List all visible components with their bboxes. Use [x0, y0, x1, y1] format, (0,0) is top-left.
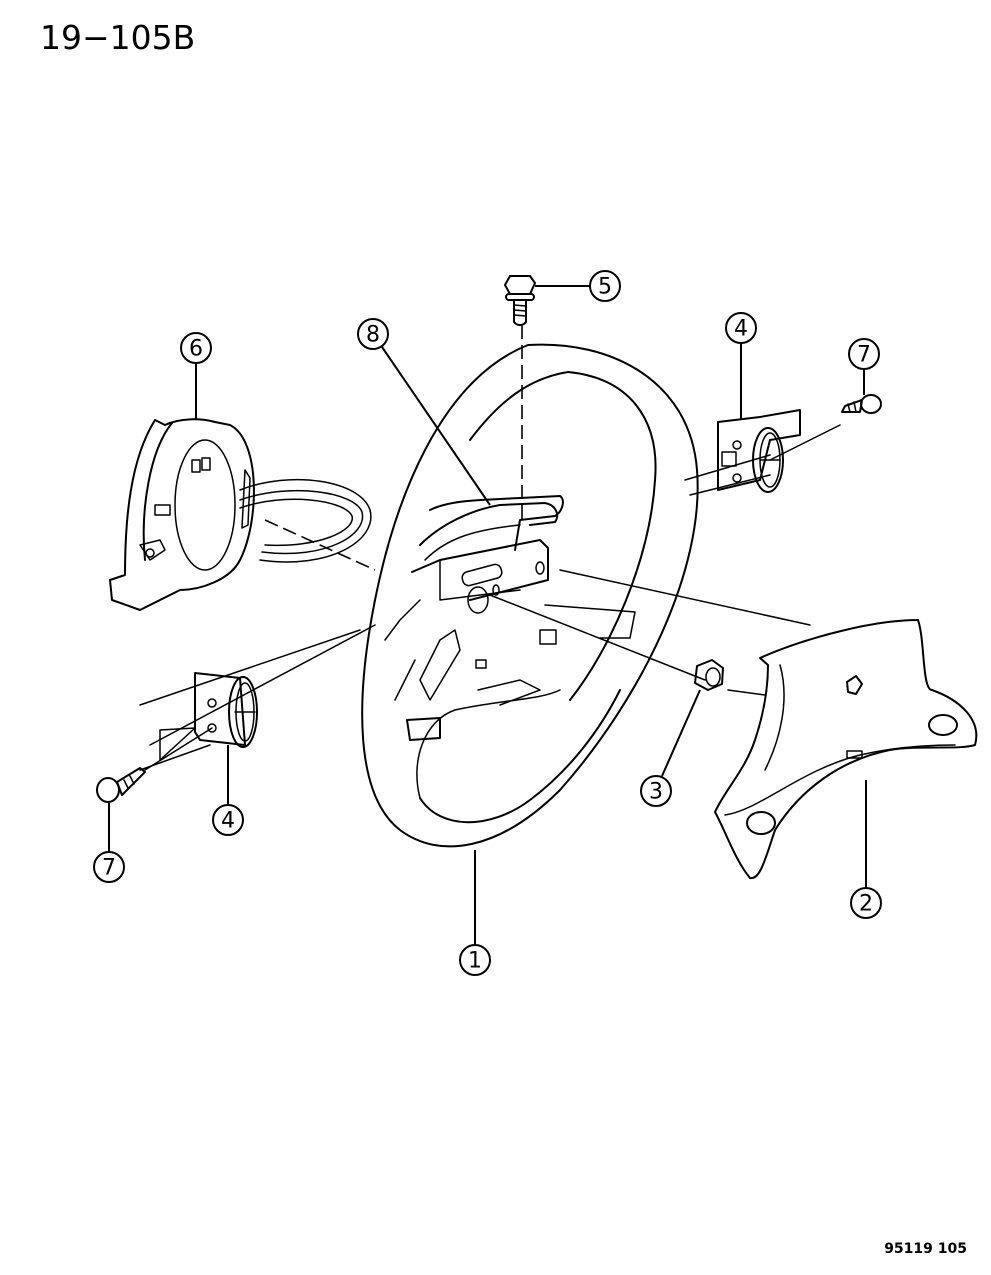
callout-1[interactable]: 1	[459, 944, 491, 976]
svg-text:7: 7	[102, 856, 116, 881]
airbag-cover	[419, 502, 559, 561]
callout-5[interactable]: 5	[589, 270, 621, 302]
clockspring	[109, 418, 372, 611]
steering-wheel	[361, 343, 699, 848]
callout-4-right[interactable]: 4	[725, 312, 757, 344]
rear-cover	[714, 619, 978, 880]
svg-text:5: 5	[598, 275, 612, 300]
callout-3[interactable]: 3	[640, 775, 672, 807]
svg-text:7: 7	[857, 343, 871, 368]
callout-7-left[interactable]: 7	[93, 851, 125, 883]
callout-2[interactable]: 2	[850, 887, 882, 919]
callout-8[interactable]: 8	[357, 318, 389, 350]
svg-text:3: 3	[649, 780, 663, 805]
hex-nut	[694, 659, 724, 691]
svg-text:1: 1	[468, 949, 482, 974]
switch-left	[159, 672, 258, 761]
switch-right	[717, 409, 801, 493]
figure-id: 19−105B	[40, 18, 196, 57]
svg-text:4: 4	[734, 317, 748, 342]
figure-code: 95119 105	[884, 1241, 967, 1257]
callout-7-right[interactable]: 7	[848, 338, 880, 370]
bolt	[504, 275, 536, 326]
svg-text:8: 8	[366, 323, 380, 348]
svg-text:4: 4	[221, 809, 235, 834]
screw-right	[841, 394, 882, 414]
leader-lines	[108, 285, 867, 945]
callout-4-left[interactable]: 4	[212, 804, 244, 836]
svg-text:6: 6	[189, 337, 203, 362]
callout-6[interactable]: 6	[180, 332, 212, 364]
svg-text:2: 2	[859, 892, 873, 917]
